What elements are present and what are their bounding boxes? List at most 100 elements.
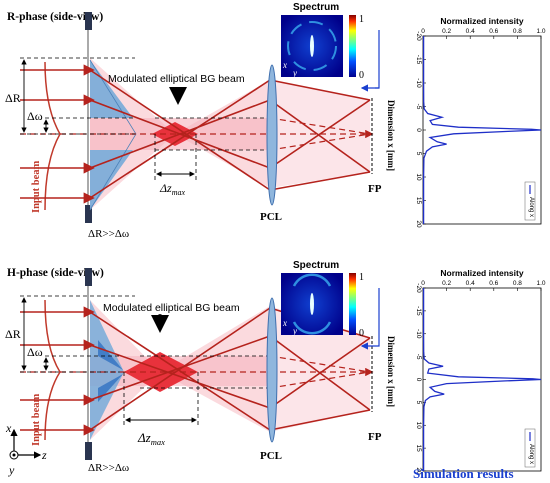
- r-pcl-label: PCL: [260, 211, 282, 223]
- top-ytick-label: 20: [415, 220, 422, 228]
- r-dz-label: Δzmax: [159, 181, 185, 197]
- h-delta-r-label: ΔR: [5, 327, 21, 341]
- h-mount-bottom: [85, 442, 92, 460]
- h-spec-y: y: [292, 326, 297, 336]
- bottom-xtick-label: 0: [421, 280, 425, 287]
- r-colorbar-max: 1: [359, 14, 364, 25]
- intensity-chart-bottom: Normalized intensity 0 0.2 0.4 0.6 0.8 1.0 -20 -…: [415, 268, 546, 475]
- top-ytick-label: 0: [415, 128, 422, 132]
- r-dashed-rays: [20, 117, 374, 151]
- top-ytick-label: -5: [415, 104, 422, 110]
- h-link-arrow: [360, 288, 380, 350]
- top-ytick-label: 10: [415, 173, 422, 181]
- r-fp-label: FP: [368, 183, 382, 195]
- r-colorbar-min: 0: [359, 70, 364, 81]
- r-spec-x: x: [282, 60, 287, 70]
- bottom-ytick-label: 20: [415, 467, 422, 475]
- coordinate-axes: x z y: [5, 421, 47, 477]
- r-prism-upper: [90, 60, 133, 118]
- top-ytick-label: -15: [415, 55, 422, 65]
- top-xtick-label: 0.8: [513, 28, 522, 35]
- r-beam-label: Modulated elliptical BG beam: [108, 73, 245, 85]
- bottom-ytick-label: 15: [415, 445, 422, 453]
- r-prism-lower: [90, 150, 133, 210]
- r-phase-title: R-phase (side-view): [7, 11, 103, 23]
- bottom-plot-frame: [422, 287, 542, 472]
- axis-y-label: y: [8, 463, 15, 477]
- bottom-ytick-label: -20: [415, 283, 422, 293]
- h-pcl-label: PCL: [260, 450, 282, 462]
- bottom-ytick-label: -15: [415, 306, 422, 316]
- top-legend-label: Along x: [528, 197, 534, 217]
- r-spectrum-peak: [310, 35, 314, 57]
- h-colorbar-min: 0: [359, 328, 364, 339]
- h-mount-top: [85, 268, 92, 286]
- r-dimension-label: Dimension x [mm]: [386, 100, 396, 171]
- h-spectrum-arc-top: [292, 273, 332, 287]
- r-lens: [266, 64, 278, 206]
- bottom-chart-title: Normalized intensity: [440, 268, 523, 278]
- r-phase-panel: R-phase (side-view): [5, 2, 396, 240]
- bottom-xtick-label: 0.4: [466, 280, 475, 287]
- top-plot-frame: [422, 35, 542, 225]
- top-chart-title: Normalized intensity: [440, 16, 523, 26]
- h-prism-body: [90, 300, 124, 440]
- top-xtick-label: 0.4: [466, 28, 475, 35]
- r-input-beam-profile: [44, 61, 61, 211]
- bottom-legend-box: [524, 428, 536, 468]
- bottom-xtick-label: 1.0: [536, 280, 545, 287]
- h-phase-panel: H-phase (side-view): [5, 260, 396, 474]
- h-delta-w-label: Δω: [27, 345, 43, 359]
- top-intensity-curve: [422, 36, 542, 224]
- top-xtick-label: 0.2: [442, 28, 451, 35]
- bottom-ytick-label: 10: [415, 422, 422, 430]
- r-input-beam-label: Input beam: [31, 161, 42, 213]
- top-ytick-label: 5: [415, 152, 422, 156]
- bottom-intensity-curve: [422, 288, 542, 471]
- h-colorbar-max: 1: [359, 272, 364, 283]
- h-prism-facet-top: [98, 340, 123, 370]
- h-dimension-label: Dimension x [mm]: [386, 336, 396, 407]
- simulation-results-label: Simulation results: [413, 466, 514, 481]
- h-input-beam-profile: [44, 299, 61, 441]
- h-relation-label: ΔR>>Δω: [88, 462, 129, 474]
- bottom-ytick-label: -10: [415, 329, 422, 339]
- top-legend-box: [524, 181, 536, 221]
- bottom-ytick-label: 5: [415, 401, 422, 405]
- h-fp-label: FP: [368, 431, 382, 443]
- top-ytick-label: -20: [415, 31, 422, 41]
- h-spec-x: x: [282, 318, 287, 328]
- r-relation-label: ΔR>>Δω: [88, 228, 129, 240]
- r-spec-y: y: [292, 68, 297, 78]
- bottom-xtick-label: 0.2: [442, 280, 451, 287]
- top-xtick-label: 1.0: [536, 28, 545, 35]
- h-dashed-rays: [20, 355, 374, 389]
- h-phase-title: H-phase (side-view): [7, 267, 104, 279]
- r-delta-w-label: Δω: [27, 109, 43, 123]
- axis-x-label: x: [5, 421, 12, 435]
- top-ytick-label: 15: [415, 197, 422, 205]
- bottom-xtick-label: 0.6: [489, 280, 498, 287]
- axis-z-label: z: [41, 448, 47, 462]
- intensity-chart-top: Normalized intensity 0 0.2 0.4 0.6 0.8 1.0 -20 -…: [415, 16, 546, 228]
- r-guide-lines: [20, 57, 270, 180]
- h-beam-after-lens: [270, 306, 370, 432]
- bottom-legend-label: Along x: [528, 444, 534, 464]
- top-xtick-label: 0.6: [489, 28, 498, 35]
- bottom-xtick-label: 0.8: [513, 280, 522, 287]
- h-beam-label: Modulated elliptical BG beam: [103, 302, 240, 314]
- h-spectrum-title: Spectrum: [293, 260, 339, 271]
- r-mount-top: [85, 12, 92, 30]
- r-link-arrow: [360, 30, 380, 92]
- h-spectrum-peak: [310, 293, 314, 315]
- top-ytick-label: -10: [415, 78, 422, 88]
- r-mount-bottom: [85, 205, 92, 223]
- h-input-beam-label: Input beam: [31, 394, 42, 446]
- bottom-ytick-label: 0: [415, 378, 422, 382]
- r-colorbar: [349, 15, 356, 77]
- r-spectrum-title: Spectrum: [293, 2, 339, 13]
- h-colorbar: [349, 273, 356, 335]
- top-xtick-label: 0: [421, 28, 425, 35]
- h-guide-lines: [20, 295, 270, 426]
